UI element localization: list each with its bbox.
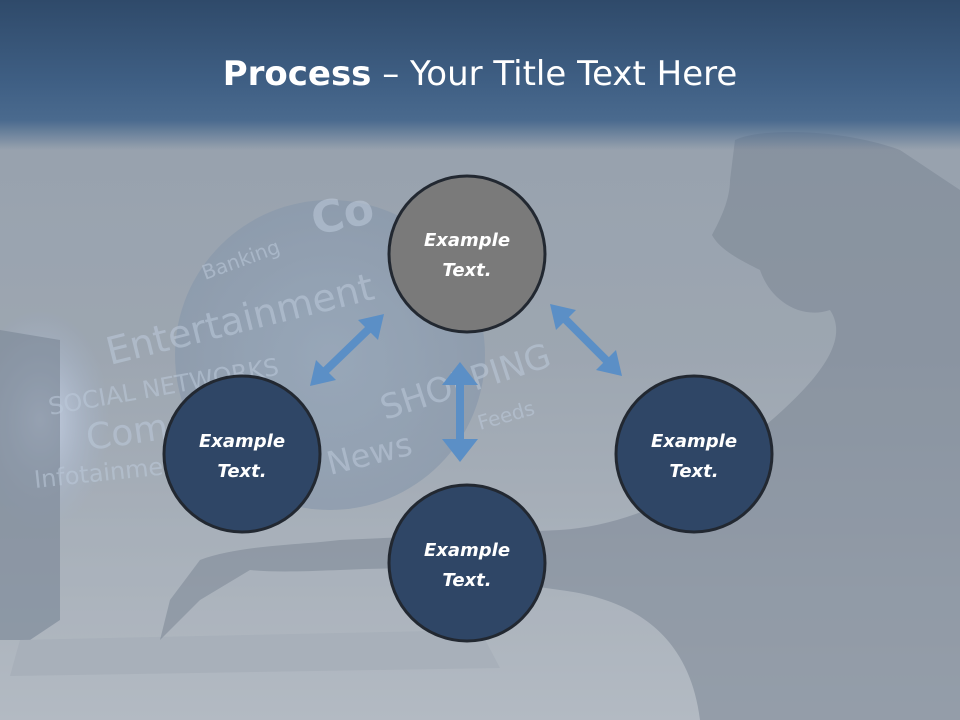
- node-left-line2: Text.: [217, 461, 266, 482]
- title-bar: [0, 0, 960, 150]
- node-top-line1: Example: [424, 230, 510, 251]
- title-bold: Process: [222, 54, 372, 94]
- node-bottom-line2: Text.: [442, 570, 491, 591]
- node-top-line2: Text.: [442, 260, 491, 281]
- node-left[interactable]: Example Text.: [162, 374, 322, 534]
- bg-word: Co: [307, 183, 379, 246]
- node-bottom-line1: Example: [424, 540, 510, 561]
- node-left-line1: Example: [199, 431, 285, 452]
- person-silhouette: [160, 131, 960, 720]
- arrow-top-bottom[interactable]: [442, 362, 478, 462]
- node-bottom[interactable]: Example Text.: [387, 483, 547, 643]
- node-right-line1: Example: [651, 431, 737, 452]
- laptop-base: [10, 630, 500, 676]
- arrow-top-right[interactable]: [550, 304, 622, 376]
- slide-title[interactable]: Process – Your Title Text Here: [0, 52, 960, 96]
- node-right[interactable]: Example Text.: [614, 374, 774, 534]
- node-top[interactable]: Example Text.: [387, 174, 547, 334]
- arrow-top-left[interactable]: [310, 314, 384, 386]
- node-right-line2: Text.: [669, 461, 718, 482]
- title-rest: – Your Title Text Here: [371, 54, 738, 94]
- laptop-shape: [0, 330, 60, 640]
